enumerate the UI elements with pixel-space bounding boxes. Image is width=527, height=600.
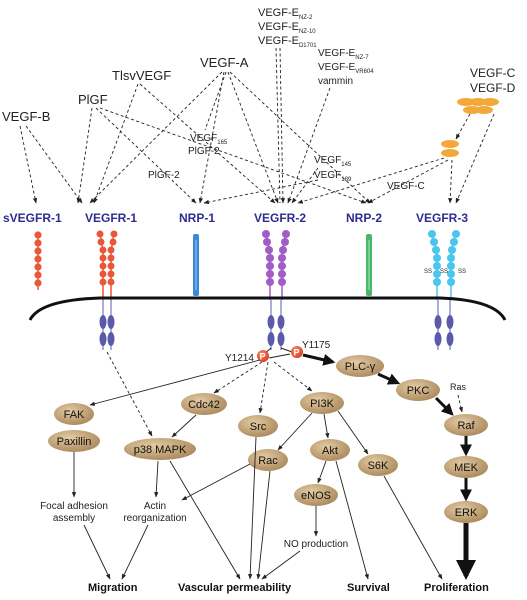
phospho-p-a: P <box>260 352 266 362</box>
vegf-b-label: VEGF-B <box>2 109 50 124</box>
node-erk <box>444 501 488 523</box>
plgf-2-label-b: PlGF-2 <box>148 170 180 181</box>
receptor-nrp2-label: NRP-2 <box>346 211 382 225</box>
vegf-e-d1701-label: VEGF-ED1701 <box>258 35 317 49</box>
outcome-proliferation: Proliferation <box>424 582 489 594</box>
actin-line1: Actin <box>144 501 166 512</box>
node-src-label: Src <box>250 421 267 433</box>
node-pi3k-label: PI3K <box>310 398 335 410</box>
node-pi3k <box>300 392 344 414</box>
node-enos-label: eNOS <box>301 490 331 502</box>
receptor-vegfr3-label: VEGFR-3 <box>416 211 468 225</box>
signaling-arrows <box>71 351 476 580</box>
node-ras-label: Ras <box>450 382 467 392</box>
node-akt <box>310 439 350 461</box>
node-paxillin <box>48 430 100 452</box>
node-erk-label: ERK <box>455 507 478 519</box>
node-fak <box>54 403 94 425</box>
y1214-label: Y1214 <box>225 353 254 364</box>
node-paxillin-label: Paxillin <box>57 436 92 448</box>
node-s6k-label: S6K <box>368 460 389 472</box>
vegf-a-label: VEGF-A <box>200 55 249 70</box>
signaling-nodes: PLC-γ PKC Ras Raf MEK ERK FAK Paxillin C… <box>48 355 488 523</box>
vegf-145-label: VEGF145 <box>314 155 352 168</box>
node-fak-label: FAK <box>64 409 85 421</box>
outcome-migration: Migration <box>88 582 138 594</box>
receptor-labels: sVEGFR-1 VEGFR-1 NRP-1 VEGFR-2 NRP-2 VEG… <box>3 211 468 225</box>
outcome-survival: Survival <box>347 582 390 594</box>
no-production-label: NO production <box>284 539 348 550</box>
ligand-arrows <box>19 47 495 205</box>
process-labels: Focal adhesion assembly Actin reorganiza… <box>40 501 348 550</box>
vammin-label: vammin <box>318 76 353 87</box>
nrp1-receptor-icon <box>193 234 199 296</box>
ss-label-mid: SS <box>440 269 448 275</box>
node-p38 <box>124 438 196 460</box>
node-rac-label: Rac <box>258 455 278 467</box>
node-rac <box>248 449 288 471</box>
vegf-c-processed-label: VEGF-C <box>387 181 425 192</box>
vegf-165-label: VEGF165 <box>190 133 228 146</box>
ligand-labels: VEGF-ENZ-2 VEGF-ENZ-10 VEGF-ED1701 VEGF-… <box>2 7 516 192</box>
node-plc <box>336 355 384 377</box>
vegfr1-receptor-icon <box>96 230 118 350</box>
node-cdc42 <box>181 393 227 415</box>
phospho-y1214-icon <box>257 350 269 362</box>
node-plc-label: PLC-γ <box>345 361 376 373</box>
focal-adhesion-line2: assembly <box>53 513 95 524</box>
node-mek <box>444 456 488 478</box>
vegfr2-receptor-icon <box>262 230 290 350</box>
node-s6k <box>358 454 398 476</box>
receptor-nrp1-label: NRP-1 <box>179 211 215 225</box>
node-pkc <box>396 379 440 401</box>
vegf-e-nz10-label: VEGF-ENZ-10 <box>258 21 316 35</box>
vegfr3-receptor-icon <box>428 230 460 350</box>
node-p38-label: p38 MAPK <box>134 444 187 456</box>
plgf-label: PlGF <box>78 92 108 107</box>
vegf-d-label: VEGF-D <box>470 81 516 95</box>
node-akt-label: Akt <box>322 445 338 457</box>
ss-label-right: SS <box>458 269 466 275</box>
vegf-e-vr604-label: VEGF-EVR604 <box>318 62 374 75</box>
vegf-e-nz2-label: VEGF-ENZ-2 <box>258 7 313 21</box>
phospho-y1175-icon <box>291 346 303 358</box>
vegf-c-label: VEGF-C <box>470 66 516 80</box>
node-cdc42-label: Cdc42 <box>188 399 220 411</box>
node-src <box>238 415 278 437</box>
node-enos <box>294 484 338 506</box>
node-raf-label: Raf <box>457 420 475 432</box>
focal-adhesion-line1: Focal adhesion <box>40 501 108 512</box>
node-mek-label: MEK <box>454 462 479 474</box>
vegf-189-label: VEGF189 <box>314 170 352 183</box>
nrp2-receptor-icon <box>366 234 372 296</box>
vegf-cd-dimer-icon <box>457 98 499 114</box>
actin-line2: reorganization <box>123 513 186 524</box>
receptor-svegfr1-label: sVEGFR-1 <box>3 211 62 225</box>
vegf-c-processed-icon <box>441 140 459 157</box>
tlsvvegf-label: TlsvVEGF <box>112 68 171 83</box>
phospho-sites: P P Y1214 Y1175 <box>225 340 331 364</box>
outcome-permeability: Vascular permeability <box>178 582 292 594</box>
outcomes: Migration Vascular permeability Survival… <box>88 582 489 594</box>
ss-label-left: SS <box>424 269 432 275</box>
plgf-2-label-a: PlGF-2 <box>188 146 220 157</box>
phospho-p-b: P <box>294 348 300 358</box>
receptor-vegfr1-label: VEGFR-1 <box>85 211 137 225</box>
y1175-label: Y1175 <box>302 340 331 351</box>
cell-membrane <box>28 296 507 321</box>
svegfr1-receptor-icon <box>34 231 42 290</box>
node-pkc-label: PKC <box>407 385 430 397</box>
receptor-vegfr2-label: VEGFR-2 <box>254 211 306 225</box>
vegf-e-nz7-label: VEGF-ENZ-7 <box>318 48 369 61</box>
node-raf <box>444 414 488 436</box>
